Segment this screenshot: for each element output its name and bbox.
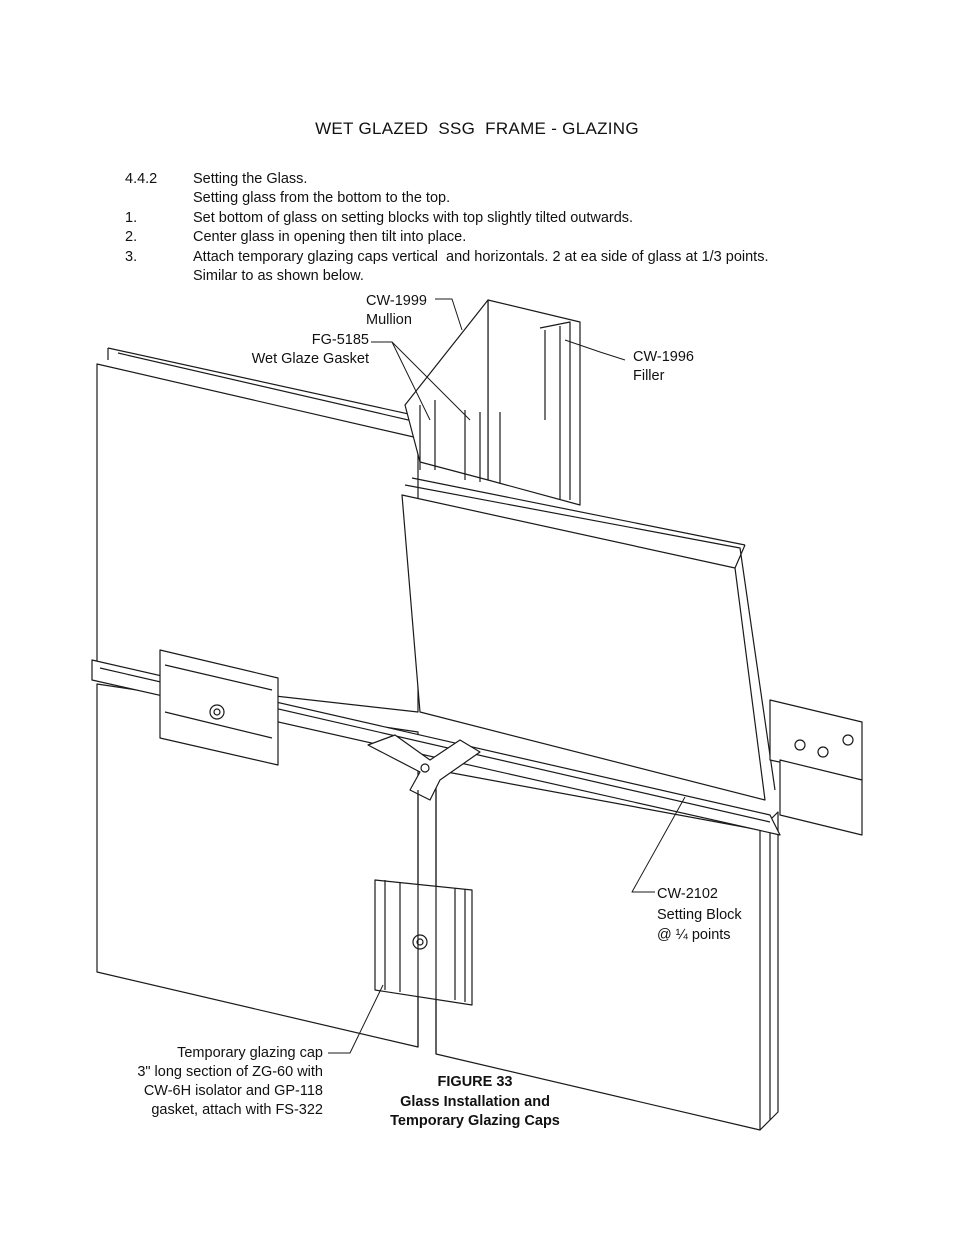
left-upper-glass-panel: [96, 363, 419, 713]
figure-number: FIGURE 33: [437, 1074, 513, 1090]
leader-gasket-2: [391, 341, 471, 421]
label-setting-block: CW-2102 Setting Block @ ¼ points: [657, 886, 742, 943]
temporary-glazing-cap-vertical: [374, 879, 473, 1006]
leader-mullion: [435, 298, 463, 331]
section-heading: 4.4.2 Setting the Glass.: [125, 170, 768, 189]
list-item: 3. Attach temporary glazing caps vertica…: [125, 248, 769, 265]
leader-temp-cap: [328, 984, 384, 1054]
tilted-glass-panel: [401, 477, 776, 801]
callout-leaders: [328, 298, 686, 1054]
label-mullion: CW-1999 Mullion: [366, 293, 427, 328]
page-title: WET GLAZED SSG FRAME - GLAZING: [315, 119, 639, 138]
leader-filler: [564, 339, 626, 361]
label-temporary-glazing-cap: Temporary glazing cap 3" long section of…: [137, 1045, 323, 1118]
section-number: 4.4.2: [125, 171, 158, 187]
list-item: 1. Set bottom of glass on setting blocks…: [125, 209, 634, 226]
label-filler: CW-1996 Filler: [633, 349, 694, 384]
section-note: Similar to as shown below.: [193, 268, 364, 285]
mullion-transom-connector: [367, 734, 481, 801]
section-title: Setting the Glass.: [193, 171, 308, 187]
temporary-glazing-cap-horizontal: [159, 649, 279, 766]
figure-caption: FIGURE 33 Glass Installation and Tempora…: [350, 1073, 600, 1132]
label-gasket: FG-5185 Wet Glaze Gasket: [251, 332, 369, 367]
mullion-cw-1999: [404, 299, 581, 506]
list-item: 2. Center glass in opening then tilt int…: [125, 229, 467, 246]
section-intro: Setting glass from the bottom to the top…: [193, 190, 451, 207]
instruction-list: 4.4.2 Setting the Glass. Setting glass f…: [125, 170, 768, 286]
leader-setting-block: [631, 796, 686, 893]
